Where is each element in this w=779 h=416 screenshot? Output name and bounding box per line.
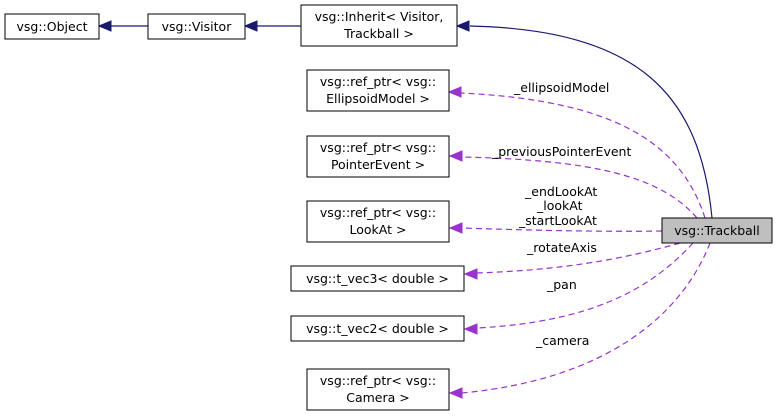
edge-label-lookat-end: _endLookAt <box>524 184 597 199</box>
edge-label-vec2: _pan <box>546 277 577 292</box>
node-t-vec3[interactable]: vsg::t_vec3< double > <box>290 265 465 292</box>
edge-lookat <box>461 227 663 232</box>
arrowhead-visitor <box>243 20 258 32</box>
node-t-vec2[interactable]: vsg::t_vec2< double > <box>290 315 465 342</box>
node-label-line1: vsg::ref_ptr< vsg:: <box>320 205 436 220</box>
inheritance-edges <box>97 20 713 219</box>
edge-camera <box>461 242 711 394</box>
edge-label-lookat-start: _startLookAt <box>518 213 597 228</box>
arrowhead-ellipsoid <box>447 86 462 98</box>
arrowhead-inherit <box>455 20 470 32</box>
edge-label-vec3: _rotateAxis <box>526 240 597 255</box>
node-label: vsg::Visitor <box>162 19 233 34</box>
arrowhead-vec2 <box>463 323 478 335</box>
edge-pointer <box>461 156 698 219</box>
edge-ellipsoid <box>459 92 706 219</box>
edge-trackball-to-inherit <box>469 25 713 219</box>
node-label-line2: Trackball > <box>343 26 414 41</box>
arrowhead-vec3 <box>463 268 478 280</box>
node-label: vsg::Trackball <box>674 223 760 238</box>
node-label-line1: vsg::ref_ptr< vsg:: <box>320 373 436 388</box>
arrowhead-lookat <box>448 222 463 234</box>
node-look-at[interactable]: vsg::ref_ptr< vsg:: LookAt > <box>306 200 450 243</box>
edge-vec3 <box>476 242 681 274</box>
edge-label-pointer: _previousPointerEvent <box>491 144 631 159</box>
node-label: vsg::t_vec3< double > <box>306 271 449 286</box>
edge-label-lookat: _lookAt <box>536 198 583 213</box>
arrowhead-pointer <box>448 150 463 162</box>
node-label-line2: PointerEvent > <box>331 157 425 172</box>
edge-labels: _ellipsoidModel _previousPointerEvent _e… <box>491 80 631 348</box>
node-label-line1: vsg::Inherit< Visitor, <box>315 9 444 24</box>
node-camera[interactable]: vsg::ref_ptr< vsg:: Camera > <box>306 368 450 411</box>
node-label: vsg::t_vec2< double > <box>306 321 449 336</box>
node-ellipsoid-model[interactable]: vsg::ref_ptr< vsg:: EllipsoidModel > <box>306 69 450 112</box>
edge-label-camera: _camera <box>535 333 589 348</box>
node-label-line2: LookAt > <box>350 222 407 237</box>
node-label: vsg::Object <box>17 19 88 34</box>
node-label-line1: vsg::ref_ptr< vsg:: <box>320 140 436 155</box>
edge-label-ellipsoid: _ellipsoidModel <box>513 80 609 95</box>
arrowhead-camera <box>448 387 463 399</box>
node-label-line2: EllipsoidModel > <box>326 91 430 106</box>
member-edges <box>447 86 711 399</box>
node-inherit[interactable]: vsg::Inherit< Visitor, Trackball > <box>300 4 458 47</box>
node-label-line1: vsg::ref_ptr< vsg:: <box>320 74 436 89</box>
edge-vec2 <box>476 242 694 329</box>
node-trackball[interactable]: vsg::Trackball <box>661 217 773 244</box>
node-pointer-event[interactable]: vsg::ref_ptr< vsg:: PointerEvent > <box>306 135 450 178</box>
node-visitor[interactable]: vsg::Visitor <box>147 13 246 40</box>
node-object[interactable]: vsg::Object <box>4 13 100 40</box>
node-label-line2: Camera > <box>346 390 410 405</box>
arrowhead-object <box>97 20 112 32</box>
